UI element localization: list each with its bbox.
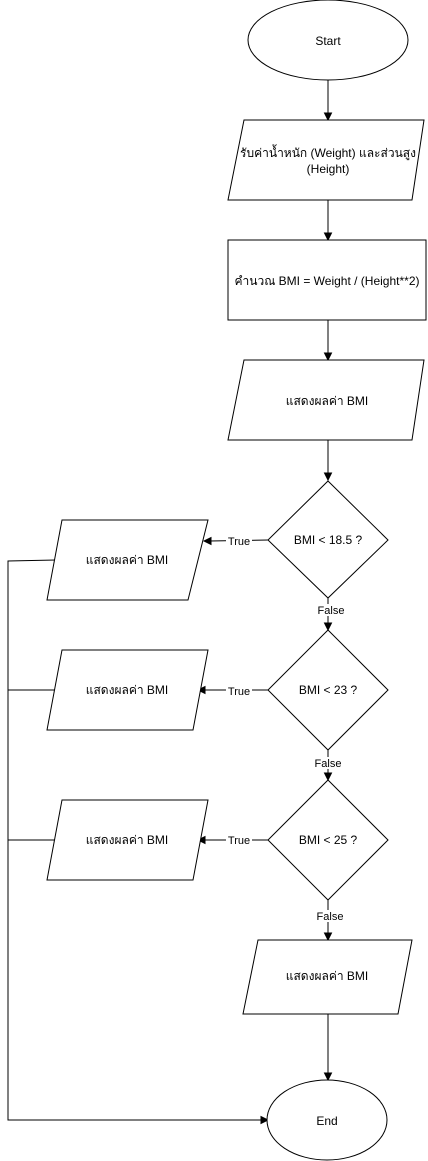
decision2-node: BMI < 23 ? xyxy=(267,629,389,751)
edge-label-false: False xyxy=(315,758,342,770)
label-bg xyxy=(226,685,252,697)
decision3-node: BMI < 25 ? xyxy=(267,779,389,901)
decision3-label: BMI < 25 ? xyxy=(299,833,358,847)
edge-label-true: True xyxy=(228,835,250,847)
input-label-line2: (Height) xyxy=(307,162,350,176)
output2-label: แสดงผลค่า BMI xyxy=(86,683,169,697)
decision2-label: BMI < 23 ? xyxy=(299,683,358,697)
input-label-line1: รับค่าน้ำหนัก (Weight) และส่วนสูง xyxy=(240,144,416,161)
label-bg xyxy=(314,910,346,922)
start-label: Start xyxy=(315,34,341,48)
output1-label: แสดงผลค่า BMI xyxy=(86,553,169,567)
output-bmi-label: แสดงผลค่า BMI xyxy=(286,394,369,408)
arrowhead xyxy=(323,1072,333,1082)
output4-label: แสดงผลค่า BMI xyxy=(286,969,369,983)
end-label: End xyxy=(316,1114,337,1128)
edge-label-false: False xyxy=(318,605,345,617)
output2-node: แสดงผลค่า BMI xyxy=(46,649,209,731)
output3-label: แสดงผลค่า BMI xyxy=(86,833,169,847)
arrowhead xyxy=(323,352,333,362)
output1-node: แสดงผลค่า BMI xyxy=(46,519,209,601)
decision1-node: BMI < 18.5 ? xyxy=(267,480,389,599)
output4-node: แสดงผลค่า BMI xyxy=(242,939,413,1015)
output-bmi-node: แสดงผลค่า BMI xyxy=(227,359,425,441)
arrowhead xyxy=(260,1115,270,1125)
arrowhead xyxy=(323,622,333,632)
arrowhead xyxy=(323,932,333,942)
label-bg xyxy=(226,834,252,846)
arrowhead xyxy=(323,232,333,242)
edge-label-false: False xyxy=(317,911,344,923)
label-bg xyxy=(312,757,344,769)
edge-label-true: True xyxy=(228,536,250,548)
end-node: End xyxy=(266,1079,388,1161)
input-node: รับค่าน้ำหนัก (Weight) และส่วนสูง (Heigh… xyxy=(227,119,425,201)
arrowhead xyxy=(196,835,206,845)
start-node: Start xyxy=(247,0,409,81)
arrowhead xyxy=(323,472,333,482)
label-bg xyxy=(226,535,252,547)
calc-node: คำนวณ BMI = Weight / (Height**2) xyxy=(227,239,427,321)
label-bg xyxy=(315,604,347,616)
arrowhead xyxy=(196,685,206,695)
edge-label-true: True xyxy=(228,686,250,698)
arrowhead xyxy=(323,112,333,122)
decision1-label: BMI < 18.5 ? xyxy=(294,533,363,547)
calc-label: คำนวณ BMI = Weight / (Height**2) xyxy=(234,274,419,288)
arrowhead xyxy=(323,772,333,782)
output3-node: แสดงผลค่า BMI xyxy=(46,799,209,881)
arrowhead xyxy=(202,536,212,546)
